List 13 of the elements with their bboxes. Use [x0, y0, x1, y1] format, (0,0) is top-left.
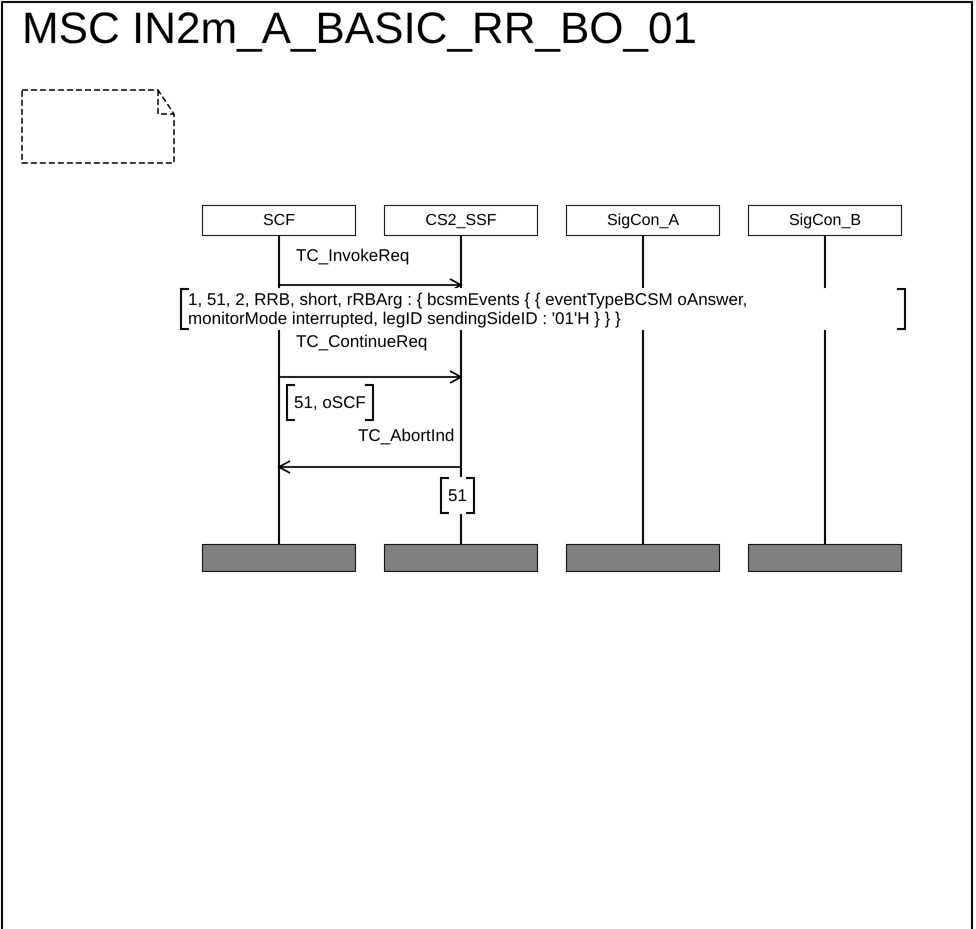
diagram-title: MSC IN2m_A_BASIC_RR_BO_01 — [22, 4, 697, 54]
message-arrow — [278, 460, 461, 474]
instance-header: CS2_SSF — [384, 205, 538, 236]
instance-header: SCF — [202, 205, 356, 236]
parameter-text: 1, 51, 2, RRB, short, rRBArg : { bcsmEvents { { eventTypeBCSM oAnswer, monitorMode interrupted, legID sendingSideID : '01'H } } } — [180, 288, 906, 330]
parameter-text: 51 — [440, 477, 475, 514]
message-label: TC_InvokeReq — [295, 246, 410, 265]
instance-header: SigCon_B — [748, 205, 902, 236]
message-arrow — [279, 370, 462, 384]
parameter-text: 51, oSCF — [286, 384, 374, 421]
message-label: TC_ContinueReq — [295, 332, 428, 351]
instance-header: SigCon_A — [566, 205, 720, 236]
message-label: TC_AbortInd — [357, 426, 456, 445]
